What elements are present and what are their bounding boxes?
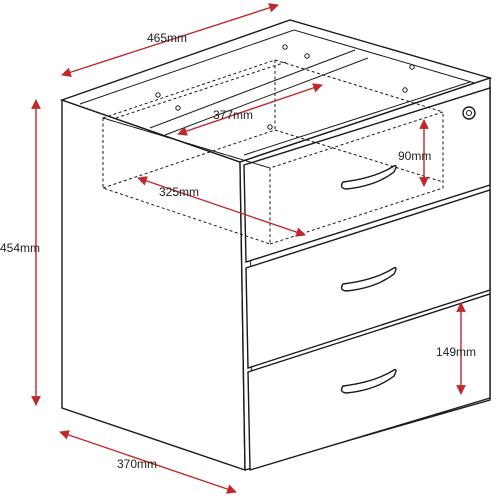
tray-top [101, 59, 445, 169]
drawer-handle-icon [340, 164, 397, 190]
drawer-bottom [247, 293, 491, 471]
tray-depth-label: 325mm [159, 185, 199, 199]
tray-height-label: 90mm [398, 149, 431, 163]
top-inner-edge [79, 29, 479, 105]
height-label: 454mm [0, 241, 40, 255]
cabinet-body [59, 19, 493, 471]
depth-label: 370mm [117, 457, 157, 471]
tray-width-label: 377mm [213, 108, 253, 122]
width-label: 465mm [147, 31, 187, 45]
top-back-rail [243, 81, 471, 156]
drawer-handle-icon [340, 266, 397, 292]
tray-side [102, 117, 271, 245]
tray-width-dimension-arrow [177, 83, 323, 136]
width-dimension-arrow [61, 3, 279, 77]
drawer-handle-icon [340, 368, 397, 394]
depth-dimension-arrow [59, 430, 237, 494]
side-panel [61, 99, 246, 471]
lock-icon [462, 106, 476, 120]
tray-depth-dimension-arrow [137, 176, 306, 237]
screw-hole [304, 53, 310, 59]
screw-hole [409, 64, 415, 70]
screw-hole [155, 92, 161, 98]
screw-hole [402, 87, 408, 93]
screw-hole [282, 44, 288, 50]
tray-front [269, 112, 444, 245]
drawer-height-label: 149mm [436, 345, 476, 359]
